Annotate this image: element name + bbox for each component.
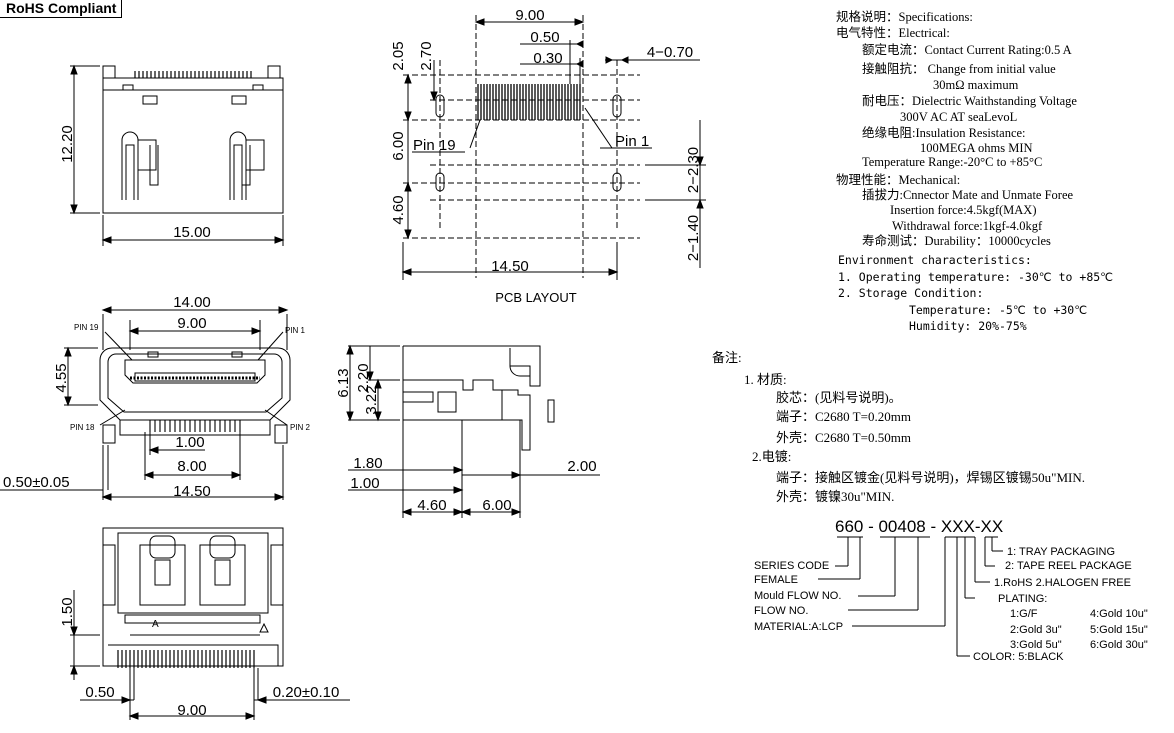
- dim-15-00: 15.00: [173, 224, 211, 241]
- spec-line: 插拔力:Cnnector Mate and Unmate Foree: [862, 187, 1074, 202]
- spec-line: 物理性能：Mechanical:: [836, 173, 960, 187]
- dim-4-55: 4.55: [53, 363, 70, 392]
- dim-2-20: 2.20: [355, 363, 372, 392]
- dim-0-30-pcb: 0.30: [533, 50, 562, 67]
- note-line: 2.电镀:: [752, 449, 791, 464]
- spec-line: Withdrawal force:1kgf-4.0kgf: [892, 219, 1043, 233]
- dim-0-50-pcb: 0.50: [530, 29, 559, 46]
- spec-line: 电气特性：Electrical:: [836, 25, 950, 40]
- dim-14-00: 14.00: [173, 294, 211, 311]
- note-line: 外壳：镀镍30u"MIN.: [776, 489, 894, 504]
- spec-line: 绝缘电阻:Insulation Resistance:: [862, 125, 1026, 140]
- label-pin-1: Pin 1: [615, 133, 649, 150]
- dim-4-60-side: 4.60: [417, 497, 446, 514]
- dim-1-50: 1.50: [59, 597, 76, 626]
- env-line: Humidity: 20%-75%: [909, 319, 1027, 333]
- notes-header: 备注:: [712, 350, 742, 365]
- note-line: 端子：C2680 T=0.20mm: [776, 409, 911, 424]
- spec-line: 300V AC AT seaLevoL: [900, 110, 1017, 124]
- pn-label: 3:Gold 5u": [1010, 639, 1062, 651]
- dim-9-00-front: 9.00: [177, 315, 206, 332]
- pn-label: 1: TRAY PACKAGING: [1007, 546, 1115, 558]
- rohs-badge: RoHS Compliant: [0, 0, 123, 18]
- pn-label: 1:G/F: [1010, 608, 1038, 620]
- pn-label: PLATING:: [998, 593, 1047, 605]
- dim-9-00-pcb: 9.00: [515, 7, 544, 24]
- pn-label: 5:Gold 15u": [1090, 624, 1148, 636]
- pn-label: FEMALE: [754, 574, 798, 586]
- spec-line: 接触阻抗： Change from initial value: [862, 61, 1056, 76]
- spec-line: Insertion force:4.5kgf(MAX): [890, 203, 1036, 217]
- pn-label: 6:Gold 30u": [1090, 639, 1148, 651]
- env-line: Environment characteristics:: [838, 253, 1032, 267]
- spec-line: 寿命测试：Durability：10000cycles: [862, 233, 1051, 248]
- svg-text:A: A: [152, 619, 159, 630]
- side-view: [346, 344, 600, 518]
- part-number-diagram: 660 - 00408 - XXX-XX: [818, 517, 1003, 657]
- pn-label: Mould FLOW NO.: [754, 590, 841, 602]
- dim-2-00: 2.00: [567, 458, 596, 475]
- pn-label: 1.RoHS 2.HALOGEN FREE: [994, 577, 1131, 589]
- dim-8-00: 8.00: [177, 458, 206, 475]
- dim-0-50-bottom: 0.50: [85, 684, 114, 701]
- dim-9-00-bottom: 9.00: [177, 702, 206, 719]
- env-line: 2. Storage Condition:: [838, 286, 983, 300]
- part-number-code: 660 - 00408 - XXX-XX: [835, 517, 1003, 536]
- spec-line: 100MEGA ohms MIN: [920, 141, 1033, 155]
- dim-1-00-front: 1.00: [175, 434, 204, 451]
- dim-2-2-30: 2−2.30: [685, 147, 702, 193]
- dim-14-50-front: 14.50: [173, 483, 211, 500]
- dim-1-00-side: 1.00: [350, 475, 379, 492]
- env-line: 1. Operating temperature: -30℃ to +85℃: [838, 270, 1113, 284]
- spec-line: 耐电压：Dielectric Waithstanding Voltage: [862, 94, 1077, 108]
- label-pin-2: PIN 2: [290, 423, 311, 432]
- pn-label: MATERIAL:A:LCP: [754, 621, 843, 633]
- pn-label: 2: TAPE REEL PACKAGE: [1005, 560, 1132, 572]
- label-pin-18: PIN 18: [70, 423, 95, 432]
- dim-holes: 4−0.70: [647, 44, 693, 61]
- dim-2-70: 2.70: [418, 41, 435, 70]
- label-pin-1-front: PIN 1: [285, 326, 306, 335]
- dim-2-1-40: 2−1.40: [685, 215, 702, 261]
- note-line: 外壳：C2680 T=0.50mm: [776, 430, 911, 445]
- pn-label: SERIES CODE: [754, 560, 829, 572]
- part-number-labels: SERIES CODE FEMALE Mould FLOW NO. FLOW N…: [754, 546, 1148, 663]
- pcb-layout-title: PCB LAYOUT: [495, 290, 576, 305]
- pn-label: 4:Gold 10u": [1090, 608, 1148, 620]
- dim-4-60-pcb: 4.60: [390, 195, 407, 224]
- dim-0-20-tol: 0.20±0.10: [273, 684, 340, 701]
- top-view: [70, 64, 285, 246]
- label-pin-19-front: PIN 19: [74, 323, 99, 332]
- dim-12-20: 12.20: [59, 125, 76, 163]
- front-view: [0, 306, 291, 501]
- dim-14-50-pcb: 14.50: [491, 258, 529, 275]
- dim-2-05: 2.05: [390, 41, 407, 70]
- note-line: 端子：接触区镀金(见料号说明)，焊锡区镀锡50u"MIN.: [776, 470, 1085, 485]
- bottom-view: A: [70, 527, 350, 720]
- spec-line: 额定电流：Contact Current Rating:0.5 A: [862, 42, 1072, 57]
- spec-line: Temperature Range:-20°C to +85°C: [862, 155, 1042, 169]
- spec-line: 30mΩ maximum: [933, 78, 1019, 92]
- pcb-layout-view: [401, 15, 706, 280]
- dim-3-22: 3.22: [363, 385, 380, 414]
- note-line: 胶芯：(见料号说明)。: [776, 390, 902, 405]
- pn-label: FLOW NO.: [754, 605, 808, 617]
- label-pin-19: Pin 19: [413, 137, 456, 154]
- dim-6-00-pcb: 6.00: [390, 131, 407, 160]
- note-line: 1. 材质:: [744, 372, 787, 387]
- dim-1-80: 1.80: [353, 455, 382, 472]
- notes-block: 备注: 1. 材质: 胶芯：(见料号说明)。 端子：C2680 T=0.20mm…: [712, 350, 1085, 504]
- dim-0-50-tol: 0.50±0.05: [3, 474, 70, 491]
- specifications-block: 规格说明：Specifications: 电气特性：Electrical: 额定…: [836, 9, 1113, 333]
- dim-6-13: 6.13: [335, 368, 352, 397]
- pn-label: 2:Gold 3u": [1010, 624, 1062, 636]
- env-line: Temperature: -5℃ to +30℃: [909, 303, 1087, 317]
- dim-6-00-side: 6.00: [482, 497, 511, 514]
- pn-label: COLOR: 5:BLACK: [973, 651, 1064, 663]
- spec-line: 规格说明：Specifications:: [836, 9, 973, 24]
